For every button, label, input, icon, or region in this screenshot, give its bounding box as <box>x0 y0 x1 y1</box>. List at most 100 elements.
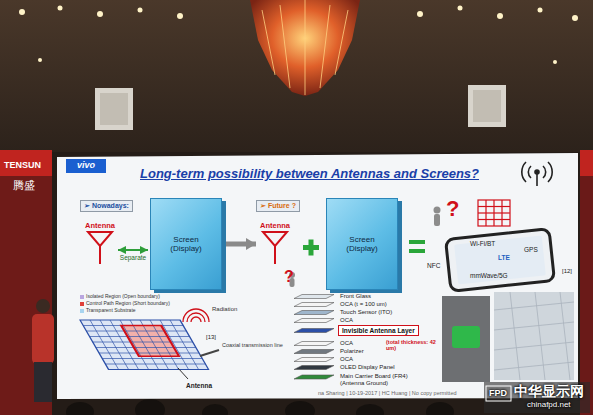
legend-text: Control Path Region (Short boundary) <box>86 301 170 307</box>
display-layer <box>294 358 334 362</box>
dimension-note: (total thickness: 42 um) <box>386 339 440 352</box>
photo-inset <box>494 322 574 330</box>
watermark: FPD <box>489 388 507 398</box>
photo-inset <box>535 292 545 380</box>
signal-icon <box>522 162 552 186</box>
display-layer <box>294 303 334 307</box>
ceiling-light <box>38 58 42 62</box>
node-text: Antenna <box>258 222 292 231</box>
grid-antenna <box>86 331 186 332</box>
label-box: ➢ Future ? <box>256 200 300 212</box>
grid-antenna <box>170 320 199 370</box>
display-layer <box>294 319 334 323</box>
thinking-figure <box>434 207 441 214</box>
layer-label: Front Glass <box>340 293 371 300</box>
ceiling-light <box>572 15 578 21</box>
node-text: Antenna <box>84 222 116 231</box>
ceiling-light <box>497 13 503 19</box>
node-text: ➢ Nowadays: <box>84 202 129 210</box>
photo-inset <box>452 326 480 348</box>
layer-label: Polarizer <box>340 348 364 355</box>
photo-inset <box>494 292 574 380</box>
chandelier <box>250 0 360 96</box>
presenter <box>36 299 50 313</box>
display-layer <box>294 375 334 379</box>
grid-antenna-icon <box>478 200 510 226</box>
banner <box>0 150 52 415</box>
watermark: 中华显示网 <box>514 383 584 399</box>
photo-inset <box>442 292 574 382</box>
screen-panel: Screen (Display) <box>150 198 222 290</box>
photo-inset <box>494 362 574 370</box>
watermark-patch <box>484 382 590 413</box>
banner <box>0 150 52 176</box>
grid-antenna-icon <box>478 219 510 220</box>
legend-icon <box>80 295 84 313</box>
signal-icon <box>543 166 546 178</box>
signal-icon <box>528 166 531 178</box>
banner-text: TENSUN <box>4 160 41 170</box>
equal-sign <box>409 240 425 253</box>
signal-icon <box>536 174 538 186</box>
signal-icon <box>535 170 539 174</box>
photo-inset <box>494 342 574 350</box>
band-label: GPS <box>524 246 538 253</box>
display-layer <box>294 329 334 333</box>
antenna-symbol <box>88 232 112 246</box>
presenter <box>32 299 54 402</box>
audience-head <box>202 404 228 415</box>
band-label: Wi-Fi/BT <box>470 240 495 247</box>
connector-label: Separate <box>119 254 147 261</box>
ceiling-light <box>97 11 103 17</box>
legend-icon <box>80 295 84 299</box>
grid-antenna <box>105 364 205 365</box>
label-box: ➢ Nowadays: <box>80 200 133 212</box>
reference-number: [12] <box>562 268 572 275</box>
ceiling-light <box>553 60 557 64</box>
layer-label: OCA <box>340 356 353 363</box>
layer-box: Invisible Antenna Layer <box>338 325 419 336</box>
loudspeaker <box>95 85 506 130</box>
chandelier <box>335 10 348 75</box>
coaxial-cable <box>200 350 219 356</box>
chandelier <box>262 0 348 95</box>
question-mark: ? <box>446 196 459 221</box>
band-label: NFC <box>427 262 440 269</box>
part-label: Antenna <box>186 382 212 389</box>
grid-antenna <box>93 342 193 343</box>
chandelier <box>305 0 306 95</box>
banner <box>580 150 593 415</box>
layer-label: Touch Sensor (ITO) <box>340 309 392 316</box>
signal-icon <box>522 162 526 182</box>
question-mark: ? <box>284 268 294 286</box>
photo-inset <box>442 296 490 382</box>
antenna-node: Antenna <box>258 222 292 266</box>
grid-antenna-icon <box>478 206 510 207</box>
audience-head <box>66 402 94 415</box>
watermark-box <box>486 386 511 401</box>
presenter <box>32 314 54 364</box>
legend-text: Isolated Region (Open boundary) <box>86 294 160 300</box>
antenna-symbol <box>274 246 276 264</box>
logo-text: vivo <box>77 160 95 170</box>
ceiling-light <box>19 9 25 15</box>
grid-antenna <box>102 358 202 359</box>
grid-antenna <box>90 336 190 337</box>
chandelier <box>320 5 330 88</box>
ceiling-light <box>58 6 63 11</box>
equal-sign <box>409 249 425 253</box>
display-layer <box>294 366 334 370</box>
node-text: ➢ Future ? <box>260 202 296 210</box>
grid-antenna <box>96 347 196 348</box>
legend-text: Transparent Substrate <box>86 308 136 314</box>
grid-antenna-icon <box>478 212 510 213</box>
slide-footer: na Sharing | 10-19-2017 | HC Huang | No … <box>318 390 457 396</box>
radiation-wave <box>187 313 205 322</box>
legend-icon <box>80 302 84 306</box>
display-layer <box>294 295 334 299</box>
node-text: Screen (Display) <box>157 235 215 253</box>
ceiling-light <box>177 13 183 19</box>
antenna-symbol <box>263 232 287 246</box>
chandelier <box>280 5 290 88</box>
banner <box>580 150 593 176</box>
